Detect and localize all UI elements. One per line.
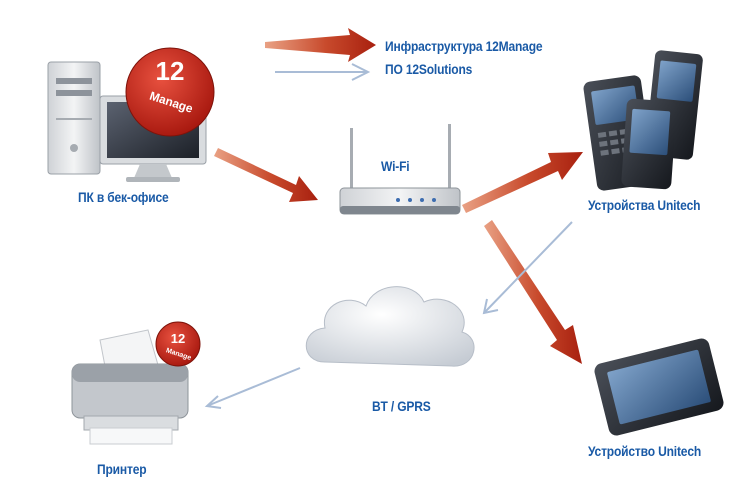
arrow-router-to-handhelds [462, 152, 583, 213]
cloud-illustration [305, 286, 475, 367]
printer-badge-number: 12 [171, 331, 185, 346]
legend-infrastructure-label: Инфраструктура 12Manage [385, 38, 543, 54]
legend-infrastructure-arrow [265, 28, 376, 62]
arrow-cloud-to-printer [204, 367, 301, 409]
arrow-handhelds-to-cloud [482, 221, 573, 315]
printer-12manage-badge: 12 Manage [155, 321, 201, 367]
router-illustration [339, 124, 461, 215]
printer-illustration [71, 329, 189, 445]
printer-label: Принтер [97, 461, 147, 477]
legend-software-arrow [275, 63, 371, 81]
pc-12manage-badge: 12 Manage [125, 47, 215, 137]
handhelds-illustration [583, 50, 703, 191]
arrow-pc-to-router [214, 148, 318, 202]
router-label: Wi-Fi [381, 158, 410, 174]
pc-badge-number: 12 [156, 56, 185, 86]
legend-software-label: ПО 12Solutions [385, 61, 473, 77]
handhelds-label: Устройства Unitech [588, 197, 701, 213]
tablet-label: Устройство Unitech [588, 443, 702, 459]
pc-label: ПК в бек-офисе [78, 189, 169, 205]
tablet-illustration [594, 338, 724, 436]
cloud-label: BT / GPRS [372, 398, 431, 414]
arrow-router-to-tablet [484, 220, 582, 364]
